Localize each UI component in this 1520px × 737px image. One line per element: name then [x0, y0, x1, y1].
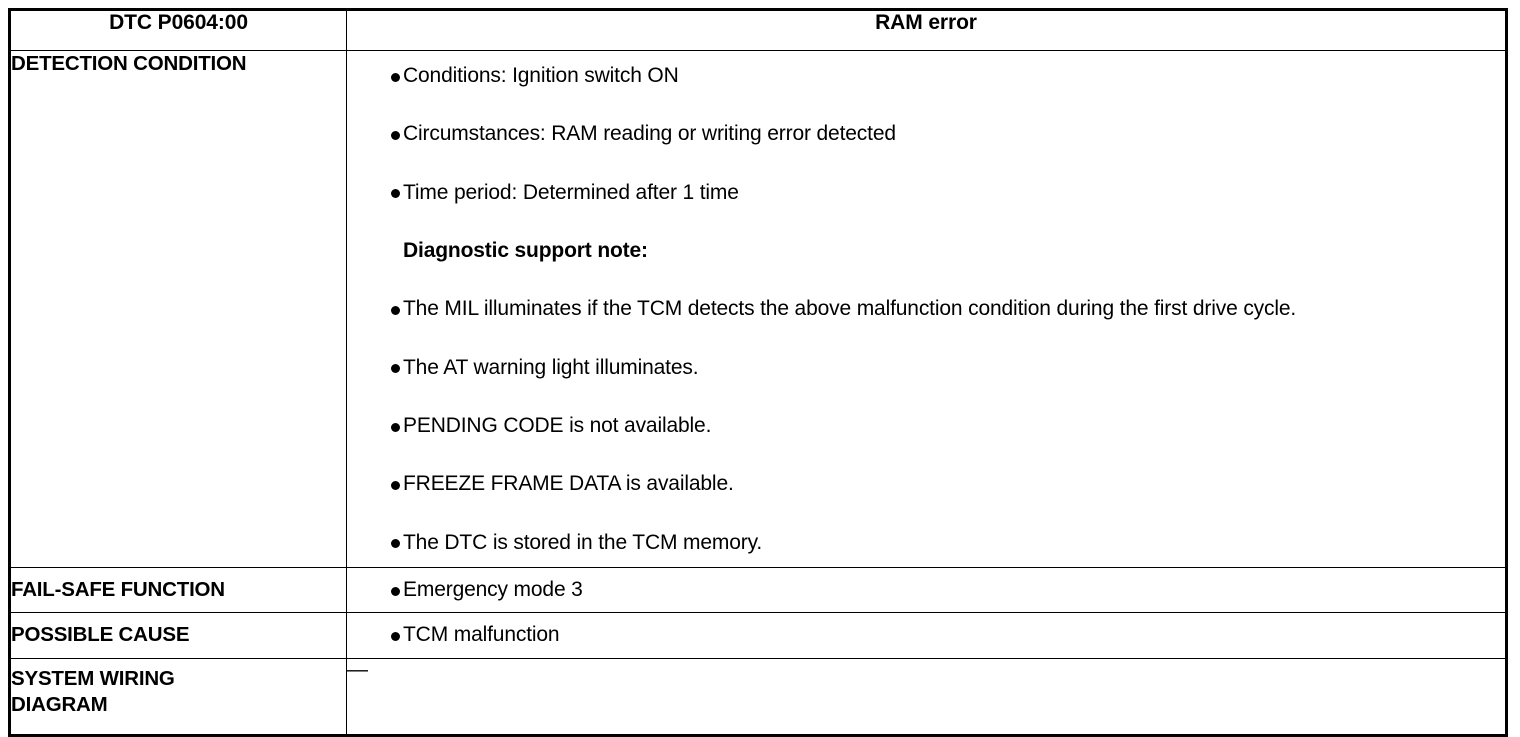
bullet-dot-icon — [391, 305, 400, 315]
row-value-detection-condition: Conditions: Ignition switch ON Circumsta… — [346, 49, 1507, 569]
list-item: PENDING CODE is not available. — [347, 412, 1505, 440]
list-item: FREEZE FRAME DATA is available. — [347, 470, 1505, 498]
row-value-system-wiring-diagram: — — [346, 657, 1507, 736]
dtc-detection-table: DTC P0604:00 RAM error DETECTION CONDITI… — [8, 8, 1508, 737]
bullet-dot-icon — [391, 480, 400, 490]
list-item-text: Time period: Determined after 1 time — [403, 180, 739, 204]
list-item: The DTC is stored in the TCM memory. — [347, 529, 1505, 557]
row-label-fail-safe-function: FAIL-SAFE FUNCTION — [9, 567, 347, 614]
row-value-fail-safe-function: Emergency mode 3 — [346, 567, 1507, 614]
em-dash-placeholder: — — [347, 657, 368, 681]
possible-cause-list: TCM malfunction — [347, 613, 1505, 657]
fail-safe-function-list: Emergency mode 3 — [347, 568, 1505, 612]
list-item-text: FREEZE FRAME DATA is available. — [403, 472, 734, 496]
fault-name-text: RAM error — [875, 11, 977, 34]
list-item-text: The AT warning light illuminates. — [403, 355, 699, 379]
list-item: TCM malfunction — [347, 621, 1505, 649]
list-item-text: Conditions: Ignition switch ON — [403, 64, 679, 87]
bullet-dot-icon — [391, 72, 400, 82]
row-label-system-wiring-diagram: SYSTEM WIRING DIAGRAM — [9, 657, 347, 736]
list-item: The MIL illuminates if the TCM detects t… — [347, 295, 1505, 323]
list-item-text: TCM malfunction — [403, 623, 560, 647]
detection-condition-list: Conditions: Ignition switch ON Circumsta… — [347, 51, 1505, 567]
list-item: Circumstances: RAM reading or writing er… — [347, 120, 1505, 148]
row-label-text: FAIL-SAFE FUNCTION — [11, 577, 225, 601]
list-item-text: PENDING CODE is not available. — [403, 414, 712, 438]
list-item: Emergency mode 3 — [347, 576, 1505, 604]
note-text: Diagnostic support note: — [403, 239, 648, 263]
bullet-dot-icon — [391, 539, 400, 549]
row-label-possible-cause: POSSIBLE CAUSE — [9, 612, 347, 659]
list-item-text: Emergency mode 3 — [403, 578, 583, 602]
list-item: Conditions: Ignition switch ON — [347, 62, 1505, 90]
row-label-text: DETECTION CONDITION — [11, 52, 247, 75]
bullet-dot-icon — [391, 631, 400, 641]
fault-name-cell: RAM error — [346, 9, 1507, 51]
bullet-dot-icon — [391, 364, 400, 374]
list-item-text: The MIL illuminates if the TCM detects t… — [403, 297, 1297, 321]
bullet-dot-icon — [391, 422, 400, 432]
list-item-text: Circumstances: RAM reading or writing er… — [403, 122, 896, 146]
table-header-row: DTC P0604:00 RAM error — [9, 9, 1507, 51]
row-label-text: POSSIBLE CAUSE — [11, 623, 190, 647]
diagnostic-support-note-heading: Diagnostic support note: — [347, 237, 1505, 265]
table-row: FAIL-SAFE FUNCTION Emergency mode 3 — [9, 567, 1507, 614]
list-item-text: The DTC is stored in the TCM memory. — [403, 530, 763, 554]
list-item: The AT warning light illuminates. — [347, 354, 1505, 382]
row-label-text: SYSTEM WIRING DIAGRAM — [11, 666, 175, 717]
row-label-detection-condition: DETECTION CONDITION — [9, 49, 347, 569]
bullet-dot-icon — [391, 130, 400, 140]
table-row: DETECTION CONDITION Conditions: Ignition… — [9, 49, 1507, 569]
dtc-code-text: DTC P0604:00 — [109, 11, 248, 34]
table-row: POSSIBLE CAUSE TCM malfunction — [9, 612, 1507, 659]
row-value-possible-cause: TCM malfunction — [346, 612, 1507, 659]
dtc-code-cell: DTC P0604:00 — [9, 9, 347, 51]
bullet-dot-icon — [391, 586, 400, 596]
table-row: SYSTEM WIRING DIAGRAM — — [9, 657, 1507, 736]
bullet-dot-icon — [391, 189, 400, 199]
list-item: Time period: Determined after 1 time — [347, 179, 1505, 207]
